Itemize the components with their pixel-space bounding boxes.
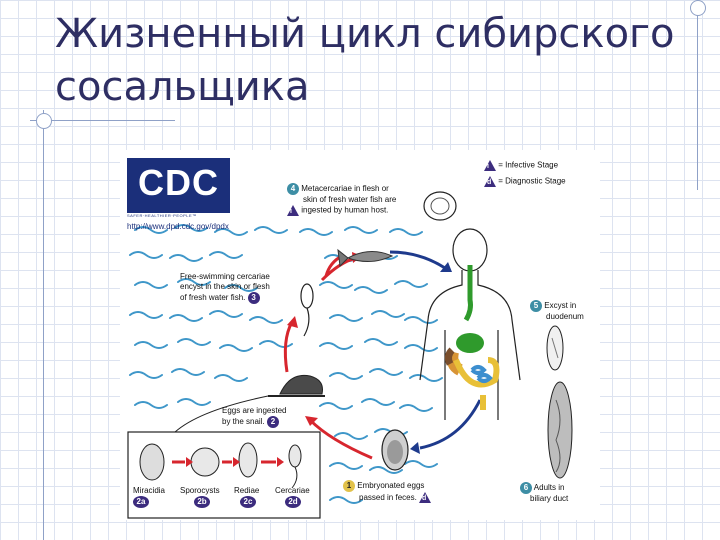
stage-4-label: 4 Metacercariae in flesh or skin of fres… xyxy=(287,183,396,216)
decorative-circle xyxy=(36,113,52,129)
arrow-eggs-to-snail xyxy=(308,418,373,460)
slide-title-line1: Жизненный цикл сибирского xyxy=(55,11,675,57)
snail-stage-sporocysts: Sporocysts 2b xyxy=(180,486,220,508)
stage-3-text-3: of fresh water fish. xyxy=(180,293,246,303)
metacercaria-cyst xyxy=(423,191,457,221)
stage-4-text-2: skin of fresh water fish are xyxy=(303,195,397,204)
snail-stage-badge: 2a xyxy=(133,496,149,508)
arrow-fish-to-human xyxy=(389,250,446,270)
snail-stage-badge: 2b xyxy=(194,496,210,508)
cercaria-organism xyxy=(300,283,314,337)
infective-symbol: i xyxy=(487,163,489,170)
slide-title-line2: сосальщика xyxy=(55,64,310,110)
stage-1-label: 1 Embryonated eggs passed in feces. d xyxy=(343,480,432,503)
cdc-tagline: SAFER·HEALTHIER·PEOPLE™ xyxy=(127,213,197,218)
water-waves xyxy=(129,224,443,504)
arrowhead xyxy=(305,416,318,426)
stage-1-text-1: Embryonated eggs xyxy=(357,481,425,491)
decorative-circle xyxy=(690,0,706,16)
snail-stage-label: Cercariae xyxy=(275,486,310,495)
stage-5-text-1: Excyst in xyxy=(544,301,577,311)
diagnostic-symbol: d xyxy=(487,179,492,186)
cdc-logo: CDC xyxy=(127,158,230,213)
stage-6-text-2: biliary duct xyxy=(530,494,569,503)
snail-stage-cercariae: Cercariae 2d xyxy=(275,486,310,508)
stage-2-text-1: Eggs are ingested xyxy=(222,406,287,415)
arrow-human-to-eggs xyxy=(419,399,482,450)
arrowhead xyxy=(287,316,298,328)
stage-5-label: 5 Excyst in duodenum xyxy=(530,300,584,322)
snail-illustration xyxy=(268,374,325,397)
infective-stage-icon: i xyxy=(484,160,496,171)
cycle-arrows xyxy=(283,250,482,460)
stage-3-badge: 3 xyxy=(247,292,260,304)
stage-6-label: 6 Adults in biliary duct xyxy=(520,482,568,504)
snail-stage-miracidia: Miracidia 2a xyxy=(133,486,165,508)
arrowhead xyxy=(440,262,452,272)
stage-1-text-2: passed in feces. xyxy=(359,492,417,502)
slide-title: Жизненный цикл сибирского сосальщика xyxy=(55,8,695,114)
snail-stage-organisms xyxy=(139,442,302,489)
infective-stage-icon: i xyxy=(287,205,299,216)
arrowhead xyxy=(410,442,420,454)
decorative-line xyxy=(43,110,44,540)
stage-2-badge: 2 xyxy=(266,416,279,428)
snail-stage-rediae: Rediae 2c xyxy=(234,486,259,508)
decorative-line xyxy=(697,0,698,190)
legend-infective: i = Infective Stage xyxy=(484,160,558,171)
egg-organism xyxy=(381,429,409,471)
stage-2-label: Eggs are ingested by the snail. 2 xyxy=(222,406,287,428)
stage-3-text-1: Free-swimming cercariae xyxy=(180,272,270,281)
legend-diagnostic-label: = Diagnostic Stage xyxy=(498,176,566,186)
stage-2-text-2: by the snail. xyxy=(222,417,265,427)
snail-stage-badge: 2d xyxy=(285,496,301,508)
stage-3-text-2: encyst in the skin or flesh xyxy=(180,282,270,291)
stage-4-text-3: ingested by human host. xyxy=(301,205,389,215)
diagnostic-stage-icon: d xyxy=(484,176,496,187)
decorative-line xyxy=(30,120,175,121)
diagnostic-stage-icon: d xyxy=(419,492,432,503)
adult-fluke xyxy=(547,381,573,479)
cdc-url: http://www.dpd.cdc.gov/dpdx xyxy=(127,222,229,231)
stage-4-text-1: Metacercariae in flesh or xyxy=(301,184,389,194)
snail-stage-label: Sporocysts xyxy=(180,486,220,495)
snail-stage-label: Miracidia xyxy=(133,486,166,495)
excysted-larva xyxy=(546,325,564,371)
legend-infective-label: = Infective Stage xyxy=(498,160,559,170)
legend-diagnostic: d = Diagnostic Stage xyxy=(484,176,566,187)
stage-6-text-1: Adults in xyxy=(533,483,565,493)
stage-5-badge: 5 xyxy=(530,300,542,312)
stage-1-badge: 1 xyxy=(343,480,355,492)
snail-stage-badge: 2c xyxy=(240,496,256,508)
stage-6-badge: 6 xyxy=(520,482,532,494)
fish-illustration xyxy=(337,248,394,268)
snail-to-box-connector xyxy=(174,395,269,433)
stage-4-badge: 4 xyxy=(287,183,299,195)
stage-3-label: Free-swimming cercariae encyst in the sk… xyxy=(180,272,270,304)
snail-stage-label: Rediae xyxy=(234,486,260,495)
digestive-tract xyxy=(444,265,500,410)
stage-5-text-2: duodenum xyxy=(546,312,584,321)
human-host-figure xyxy=(419,228,521,420)
